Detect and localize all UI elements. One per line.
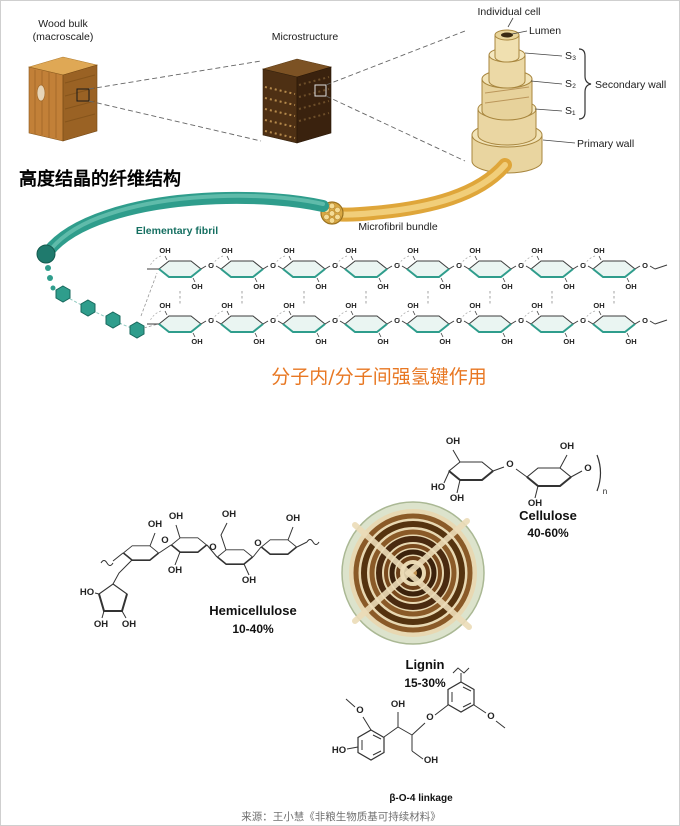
chem-label-oh: OH <box>122 619 136 630</box>
microstructure-label: Microstructure <box>272 31 339 43</box>
s3-leader <box>524 52 563 57</box>
microfibril-bundle-strand <box>320 158 512 225</box>
s1-label: S₁ <box>565 105 576 117</box>
chem-label-oh: OH <box>528 498 542 509</box>
s3-label: S₃ <box>565 50 576 62</box>
crystalline-heading: 高度结晶的纤维结构 <box>19 168 181 190</box>
individual-cell-leader <box>507 17 514 28</box>
chem-label-oh: OH <box>222 509 236 520</box>
wood-bulk-label-line1: Wood bulk <box>38 18 88 30</box>
cellulose-chain-row2 <box>147 300 668 347</box>
s1-leader <box>534 108 563 112</box>
zoom-region-micro <box>314 84 327 97</box>
chem-label-oh: OH <box>446 436 460 447</box>
chem-label-ho: HO <box>431 482 445 493</box>
chem-label-o: O <box>506 459 513 470</box>
hemicellulose-percent: 10-40% <box>232 622 274 636</box>
chem-label-o: O <box>254 538 261 549</box>
zoom-region-bulk <box>76 88 90 102</box>
microstructure-cube <box>261 58 333 144</box>
chem-label-oh: OH <box>560 441 574 452</box>
wood-bulk-cube <box>27 56 99 142</box>
s2-leader <box>530 80 563 85</box>
chem-label-oh: OH <box>424 755 438 766</box>
individual-cell-label: Individual cell <box>477 6 540 18</box>
primary-wall-leader <box>542 139 576 144</box>
chem-label-oh: OH <box>450 493 464 504</box>
chem-label-oh: OH <box>148 519 162 530</box>
zoom-lines-bulk-to-micro <box>88 60 262 142</box>
individual-cell-diagram <box>471 29 543 174</box>
chem-label-o: O <box>426 712 433 723</box>
s2-label: S₂ <box>565 78 576 90</box>
lumen-label: Lumen <box>529 25 561 37</box>
cellulose-percent: 40-60% <box>527 526 569 540</box>
fibril-bead-trail <box>45 265 159 339</box>
beta-o4-linkage-label: β-O-4 linkage <box>389 793 453 804</box>
chem-label-ho: HO <box>80 587 94 598</box>
chem-label-oh: OH <box>286 513 300 524</box>
hemicellulose-structure: O O O OH OH OH OH OH OH HO OH OH <box>80 509 320 630</box>
chem-label-o: O <box>584 463 591 474</box>
hemicellulose-name: Hemicellulose <box>209 603 296 618</box>
chem-label-o: O <box>161 535 168 546</box>
microfibril-bundle-label: Microfibril bundle <box>358 221 438 233</box>
chem-label-o: O <box>487 711 494 722</box>
chem-label-oh: OH <box>391 699 405 710</box>
hydrogen-bond-annotation: 分子内/分子间强氢键作用 <box>271 366 486 388</box>
chem-label-o: O <box>209 542 216 553</box>
secondary-wall-label: Secondary wall <box>595 79 666 91</box>
hydrogen-bond-dashes <box>179 291 615 304</box>
cellulose-name: Cellulose <box>519 508 577 523</box>
lignin-structure: HO O OH OH O O <box>332 667 506 766</box>
lignin-name: Lignin <box>406 657 445 672</box>
chem-label-ho: HO <box>332 745 346 756</box>
zoom-lines-micro-to-cell <box>325 30 466 162</box>
lignin-percent: 15-30% <box>404 676 446 690</box>
cellulose-chain-row1 <box>147 245 668 292</box>
chem-label-oh: OH <box>94 619 108 630</box>
chem-label-oh: OH <box>169 511 183 522</box>
wood-bulk-label-line2: (macroscale) <box>33 31 94 43</box>
lumen-leader <box>511 30 528 35</box>
elementary-fibril-label: Elementary fibril <box>136 225 218 237</box>
cellulose-structure: OH O OH O n HO OH OH <box>431 436 607 509</box>
chem-label-n: n <box>603 487 607 496</box>
primary-wall-label: Primary wall <box>577 138 634 150</box>
elementary-fibril-ribbon <box>36 191 329 264</box>
lumen-hole <box>501 32 513 38</box>
chem-label-oh: OH <box>168 565 182 576</box>
secondary-wall-brace <box>578 48 592 120</box>
source-caption: 来源：王小慧《非粮生物质基可持续材料》 <box>241 810 441 823</box>
tree-cross-section <box>341 501 485 645</box>
chem-label-o: O <box>356 705 363 716</box>
chem-label-oh: OH <box>242 575 256 586</box>
